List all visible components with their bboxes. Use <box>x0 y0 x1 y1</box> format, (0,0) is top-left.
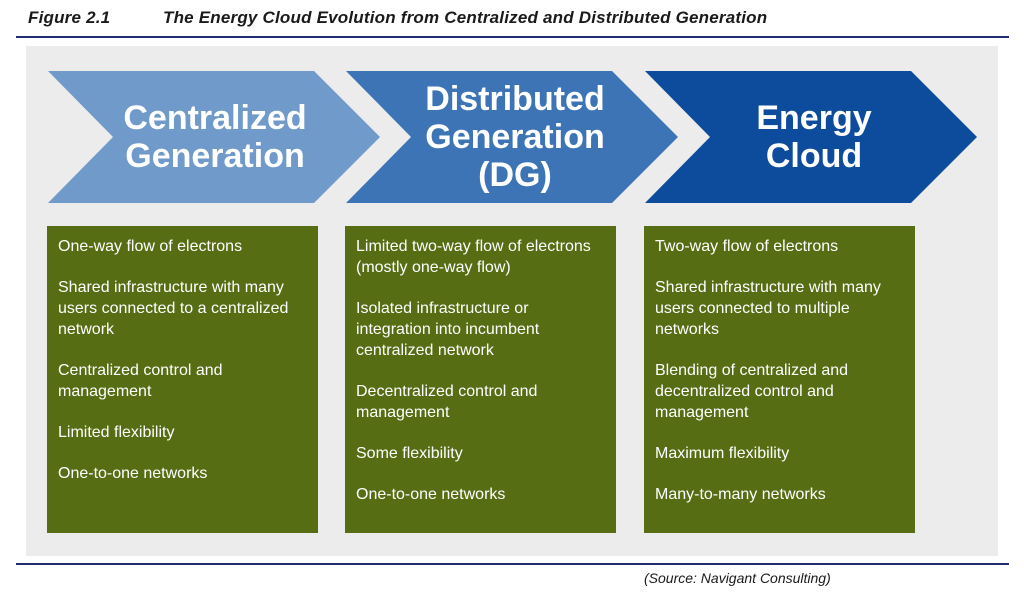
top-rule <box>16 36 1009 38</box>
attribute-item: Blending of centralized and decentralize… <box>655 362 849 421</box>
stage-title-centralized: Centralized Generation <box>123 99 307 175</box>
attribute-item: Shared infrastructure with many users co… <box>655 279 881 338</box>
attribute-item: One-to-one networks <box>58 465 208 482</box>
attribute-item: Two-way flow of electrons <box>655 238 839 255</box>
attribute-item: Limited flexibility <box>58 424 175 441</box>
attribute-item: Some flexibility <box>356 445 463 462</box>
attributes-box-distributed: Limited two-way flow of electrons (mostl… <box>345 226 616 533</box>
attribute-item: Maximum flexibility <box>655 445 790 462</box>
attribute-item: Many-to-many networks <box>655 486 826 503</box>
figure-title: The Energy Cloud Evolution from Centrali… <box>163 8 768 27</box>
attribute-item: One-to-one networks <box>356 486 506 503</box>
attribute-item: Shared infrastructure with many users co… <box>58 279 289 338</box>
stage-title-energy-cloud: Energy Cloud <box>756 99 872 175</box>
bottom-rule <box>16 563 1009 565</box>
attributes-box-energy-cloud: Two-way flow of electrons Shared infrast… <box>644 226 915 533</box>
attribute-item: Limited two-way flow of electrons (mostl… <box>356 238 591 276</box>
figure-number: Figure 2.1 <box>28 8 111 27</box>
attribute-item: One-way flow of electrons <box>58 238 243 255</box>
attributes-box-centralized: One-way flow of electrons Shared infrast… <box>47 226 318 533</box>
chevron-energy-cloud <box>645 71 977 203</box>
chevron-distributed <box>346 71 678 203</box>
stage-title-distributed: Distributed Generation (DG) <box>425 80 605 194</box>
attribute-item: Decentralized control and management <box>356 383 538 421</box>
attribute-item: Centralized control and management <box>58 362 223 400</box>
source-note: (Source: Navigant Consulting) <box>644 570 831 586</box>
chevron-centralized <box>48 71 380 203</box>
attribute-item: Isolated infrastructure or integration i… <box>356 300 540 359</box>
